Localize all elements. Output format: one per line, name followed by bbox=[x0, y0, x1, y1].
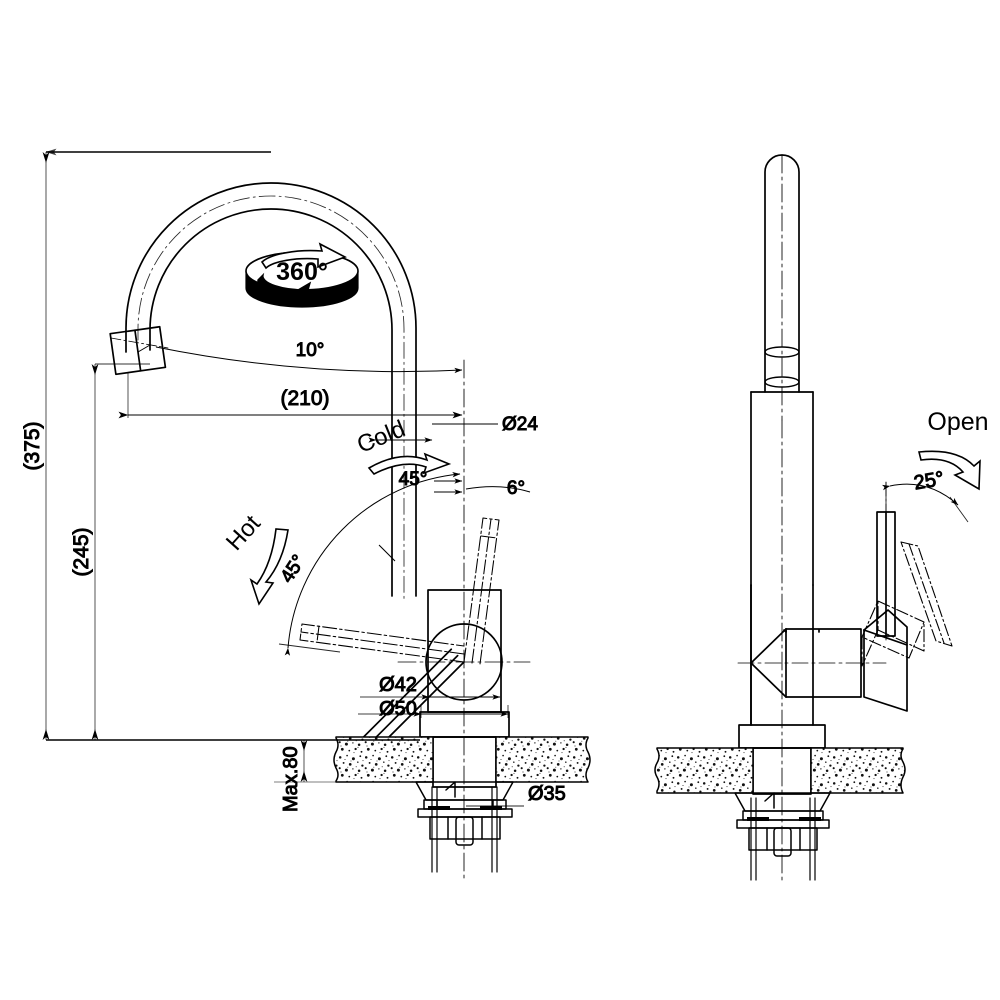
dim-375-arrows bbox=[42, 152, 50, 740]
dim-label-base-dia: Ø50 bbox=[379, 698, 417, 720]
countertop-slab-right bbox=[654, 747, 906, 794]
spout-outlet-centerline bbox=[110, 337, 169, 349]
dim-label-overall-height: (375) bbox=[21, 421, 44, 470]
dim-label-spout-angle: 10° bbox=[296, 340, 325, 361]
open-annotation: Open bbox=[918, 408, 989, 491]
threaded-rods bbox=[431, 786, 498, 873]
dim-label-body-dia: Ø42 bbox=[379, 674, 417, 696]
rotation-label: 360° bbox=[276, 258, 328, 286]
hot-arrow-icon bbox=[249, 528, 289, 606]
dim-label-tilt-angle: 6° bbox=[507, 478, 525, 499]
fixing-assembly bbox=[417, 799, 513, 846]
dim-label-max-thickness: Max.80 bbox=[280, 746, 302, 812]
dimensions-left-view: (375) (245) 10° (210) Ø24 45° 45° bbox=[21, 148, 566, 813]
front-lever-phantom bbox=[861, 600, 925, 667]
rotation-arrow-filled bbox=[257, 272, 314, 306]
dim-label-hole-dia: Ø35 bbox=[528, 783, 566, 805]
rotation-360-symbol: 360° bbox=[245, 242, 359, 308]
front-body-lower bbox=[750, 584, 814, 726]
countertop-slab-left bbox=[333, 736, 591, 783]
leader-6deg bbox=[465, 486, 531, 493]
dim-label-spout-dia: Ø24 bbox=[502, 414, 538, 435]
tick-handle-mid bbox=[378, 544, 396, 562]
dim-label-spout-height: (245) bbox=[70, 527, 93, 576]
rotation-arrow-outlined bbox=[260, 242, 347, 270]
dim-245-arrows bbox=[91, 364, 99, 740]
open-label: Open bbox=[927, 408, 988, 436]
spout-centerline bbox=[137, 195, 405, 601]
front-lever-block bbox=[863, 609, 908, 712]
leader-10deg bbox=[155, 346, 463, 374]
dim-label-cold-angle: 45° bbox=[399, 469, 428, 490]
front-threaded-rods bbox=[750, 797, 816, 881]
open-arrow-icon bbox=[918, 450, 981, 491]
cold-arrow-icon bbox=[367, 452, 452, 476]
spout-gooseneck bbox=[125, 182, 417, 597]
dim-label-open-angle: 25° bbox=[912, 468, 946, 495]
dimensions-front-view: 25° bbox=[882, 467, 969, 523]
front-lever-stem-phantom bbox=[900, 541, 953, 647]
arc-handle-swing bbox=[284, 472, 461, 656]
front-view-group bbox=[654, 154, 953, 881]
dim-label-reach: (210) bbox=[280, 387, 329, 410]
lever-arm-phantom-cold bbox=[463, 517, 500, 665]
